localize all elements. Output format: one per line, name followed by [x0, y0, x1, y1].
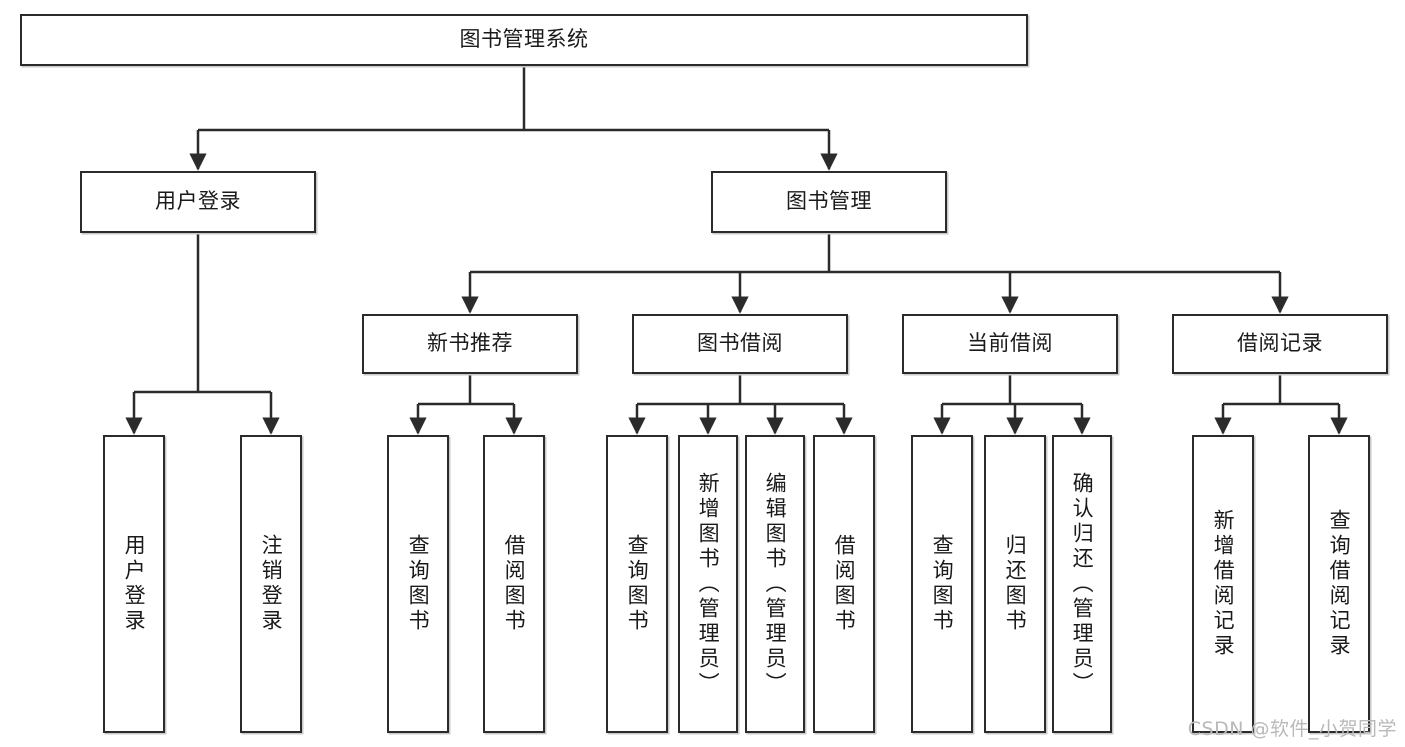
node-leaf-confirm-return: 确认归还（管理员） [1052, 435, 1112, 733]
node-leaf-query-book-1: 查询图书 [387, 435, 449, 733]
node-book-manage: 图书管理 [711, 171, 947, 233]
node-leaf-query-book-2: 查询图书 [606, 435, 668, 733]
node-leaf-add-record: 新增借阅记录 [1192, 435, 1254, 733]
node-label: 图书管理 [786, 189, 872, 214]
node-label: 注销登录 [259, 534, 284, 634]
node-user-login: 用户登录 [80, 171, 316, 233]
node-root: 图书管理系统 [20, 14, 1028, 66]
node-label: 新增图书（管理员） [696, 471, 721, 697]
node-leaf-query-record: 查询借阅记录 [1308, 435, 1370, 733]
node-label: 编辑图书（管理员） [763, 471, 788, 697]
node-leaf-add-book: 新增图书（管理员） [678, 435, 738, 733]
node-leaf-borrow-book-1: 借阅图书 [483, 435, 545, 733]
node-label: 查询图书 [625, 534, 650, 634]
node-label: 图书管理系统 [459, 27, 589, 52]
node-label: 用户登录 [155, 189, 241, 214]
node-label: 确认归还（管理员） [1070, 471, 1095, 697]
node-label: 借阅图书 [832, 534, 857, 634]
node-book-borrow: 图书借阅 [632, 314, 848, 374]
node-leaf-query-book-3: 查询图书 [911, 435, 973, 733]
node-label: 图书借阅 [697, 331, 783, 356]
node-leaf-user-logout: 注销登录 [240, 435, 302, 733]
node-label: 用户登录 [122, 534, 147, 634]
node-label: 新增借阅记录 [1211, 509, 1236, 659]
node-label: 新书推荐 [427, 331, 513, 356]
node-leaf-return-book: 归还图书 [984, 435, 1046, 733]
node-label: 查询图书 [406, 534, 431, 634]
node-leaf-user-login: 用户登录 [103, 435, 165, 733]
node-label: 当前借阅 [967, 331, 1053, 356]
node-leaf-borrow-book-2: 借阅图书 [813, 435, 875, 733]
node-label: 借阅记录 [1237, 331, 1323, 356]
node-new-book-recommend: 新书推荐 [362, 314, 578, 374]
watermark-text: CSDN @软件_小贺同学 [1187, 718, 1397, 740]
node-current-borrow: 当前借阅 [902, 314, 1118, 374]
node-label: 查询图书 [930, 534, 955, 634]
node-label: 查询借阅记录 [1327, 509, 1352, 659]
node-leaf-edit-book: 编辑图书（管理员） [745, 435, 805, 733]
node-label: 归还图书 [1003, 534, 1028, 634]
node-borrow-record: 借阅记录 [1172, 314, 1388, 374]
node-label: 借阅图书 [502, 534, 527, 634]
